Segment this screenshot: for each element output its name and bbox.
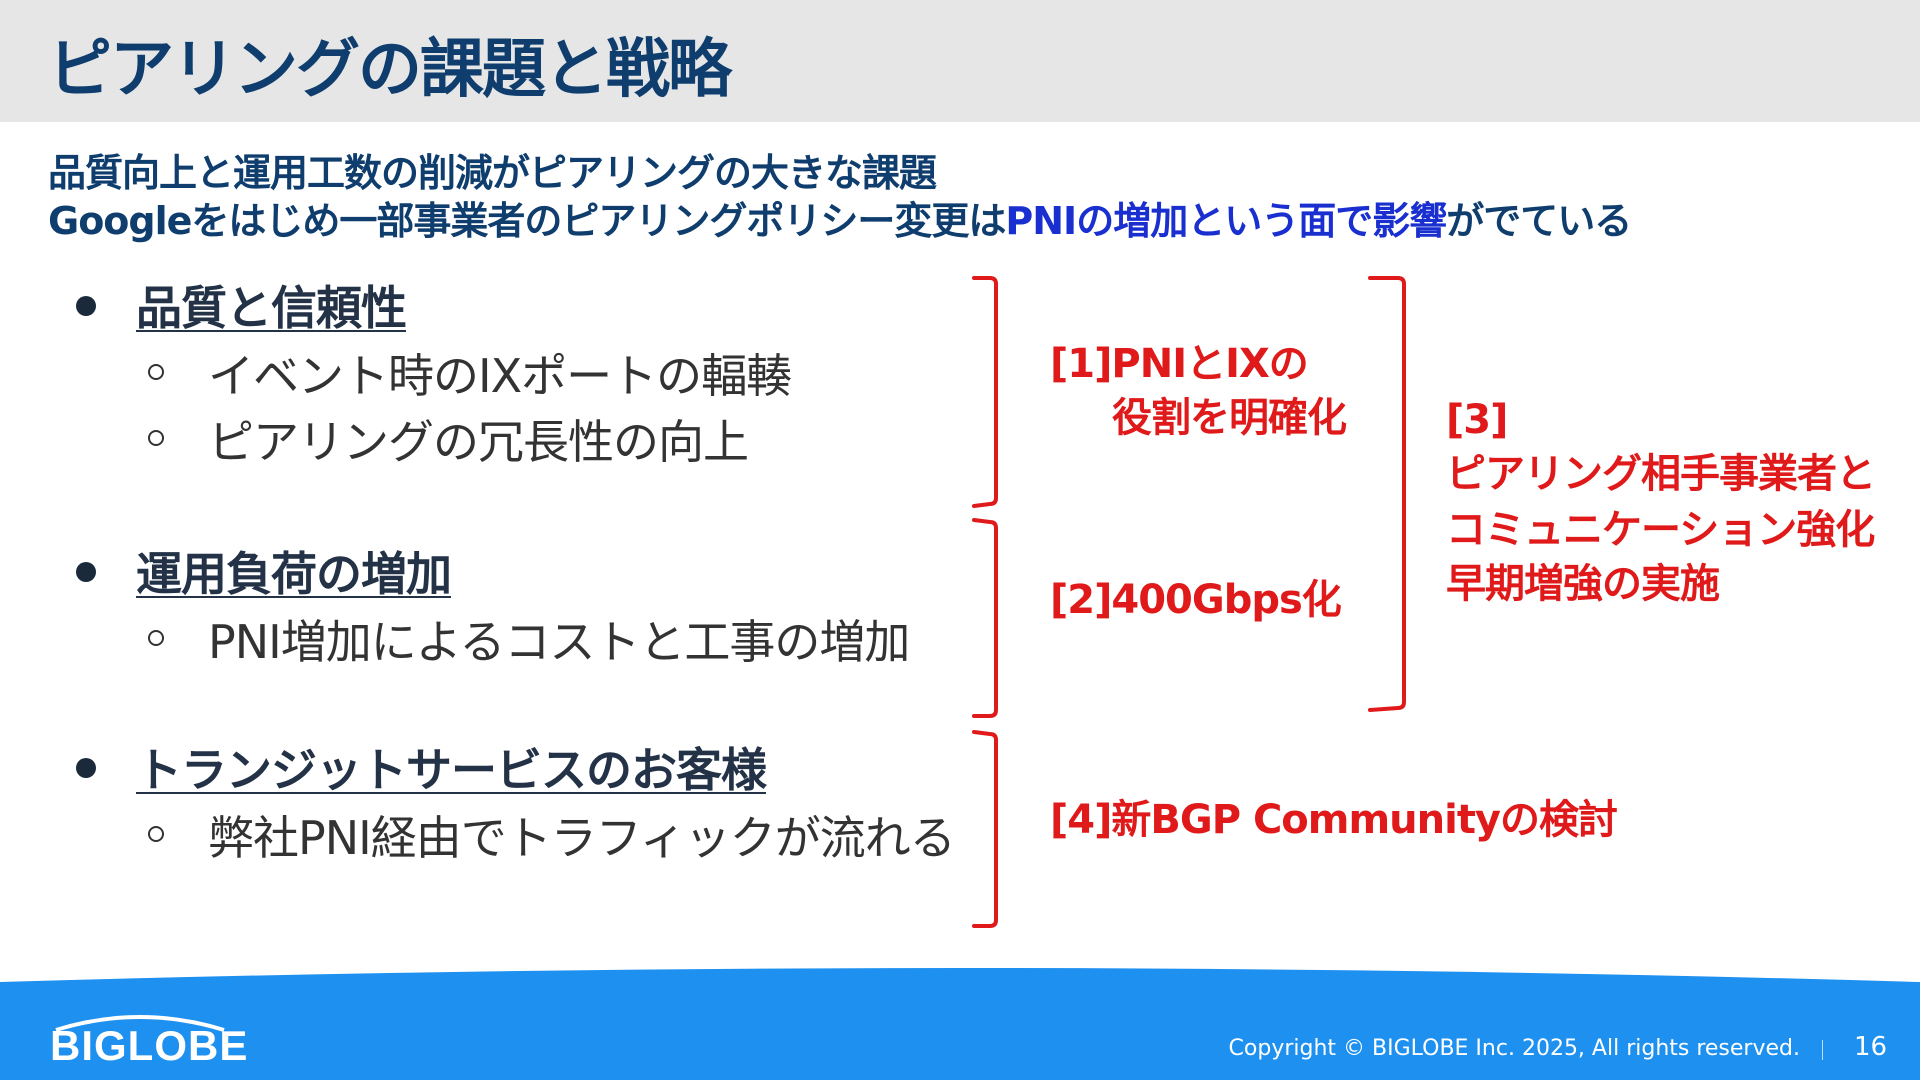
section-heading-quality: 品質と信頼性: [136, 281, 407, 335]
sub-bullet-circle: [148, 430, 164, 446]
section-heading-ops-load: 運用負荷の増加: [136, 547, 452, 601]
footer-band: [0, 968, 1920, 1080]
subtitle-highlight: PNIの増加という面で影響: [1005, 199, 1447, 243]
strategy-3-line-3: コミュニケーション強化: [1446, 507, 1875, 553]
red-brace-3: [1368, 276, 1406, 712]
red-braces: [972, 276, 998, 928]
logo-arc: [55, 1015, 225, 1032]
subtitle-line-1: 品質向上と運用工数の削減がピアリングの大きな課題: [48, 151, 937, 195]
sub-item: ピアリングの冗長性の向上: [208, 415, 749, 469]
bullet-dot: [76, 758, 96, 778]
page-title: ピアリングの課題と戦略: [48, 33, 732, 107]
page-number: 16: [1854, 1032, 1888, 1062]
sub-item: イベント時のIXポートの輻輳: [208, 349, 792, 403]
strategy-1-line-2: 役割を明確化: [1112, 395, 1347, 441]
sub-bullet-circle: [148, 630, 164, 646]
sub-item: PNI増加によるコストと工事の増加: [208, 615, 910, 669]
brace-1: [972, 276, 998, 508]
copyright-text: Copyright © BIGLOBE Inc. 2025, All right…: [1228, 1036, 1800, 1061]
strategy-3-line-4: 早期増強の実施: [1446, 561, 1720, 607]
strategy-3-line-2: ピアリング相手事業者と: [1446, 451, 1876, 497]
biglobe-logo: BIGLOBE: [50, 1022, 249, 1069]
brace-2: [972, 518, 998, 718]
strategy-1-line-1: [1]PNIとIXの: [1050, 341, 1309, 387]
title-band: [0, 0, 1920, 122]
footer-divider: [1822, 1040, 1823, 1060]
sub-bullet-circle: [148, 826, 164, 842]
subtitle-line-2-pre: Googleをはじめ一部事業者のピアリングポリシー変更は: [48, 199, 1006, 243]
brace-4: [972, 730, 998, 928]
strategy-4: [4]新BGP Communityの検討: [1050, 797, 1618, 843]
bullet-dot: [76, 562, 96, 582]
strategy-2: [2]400Gbps化: [1050, 577, 1342, 623]
subtitle-line-2: Googleをはじめ一部事業者のピアリングポリシー変更はPNIの増加という面で影…: [48, 190, 1632, 245]
sub-item: 弊社PNI経由でトラフィックが流れる: [208, 811, 956, 865]
section-heading-transit: トランジットサービスのお客様: [136, 743, 767, 797]
sub-bullet-circle: [148, 364, 164, 380]
subtitle-line-2-post: がでている: [1446, 199, 1632, 243]
strategy-3-line-1: [3]: [1446, 397, 1508, 443]
bullet-dot: [76, 296, 96, 316]
